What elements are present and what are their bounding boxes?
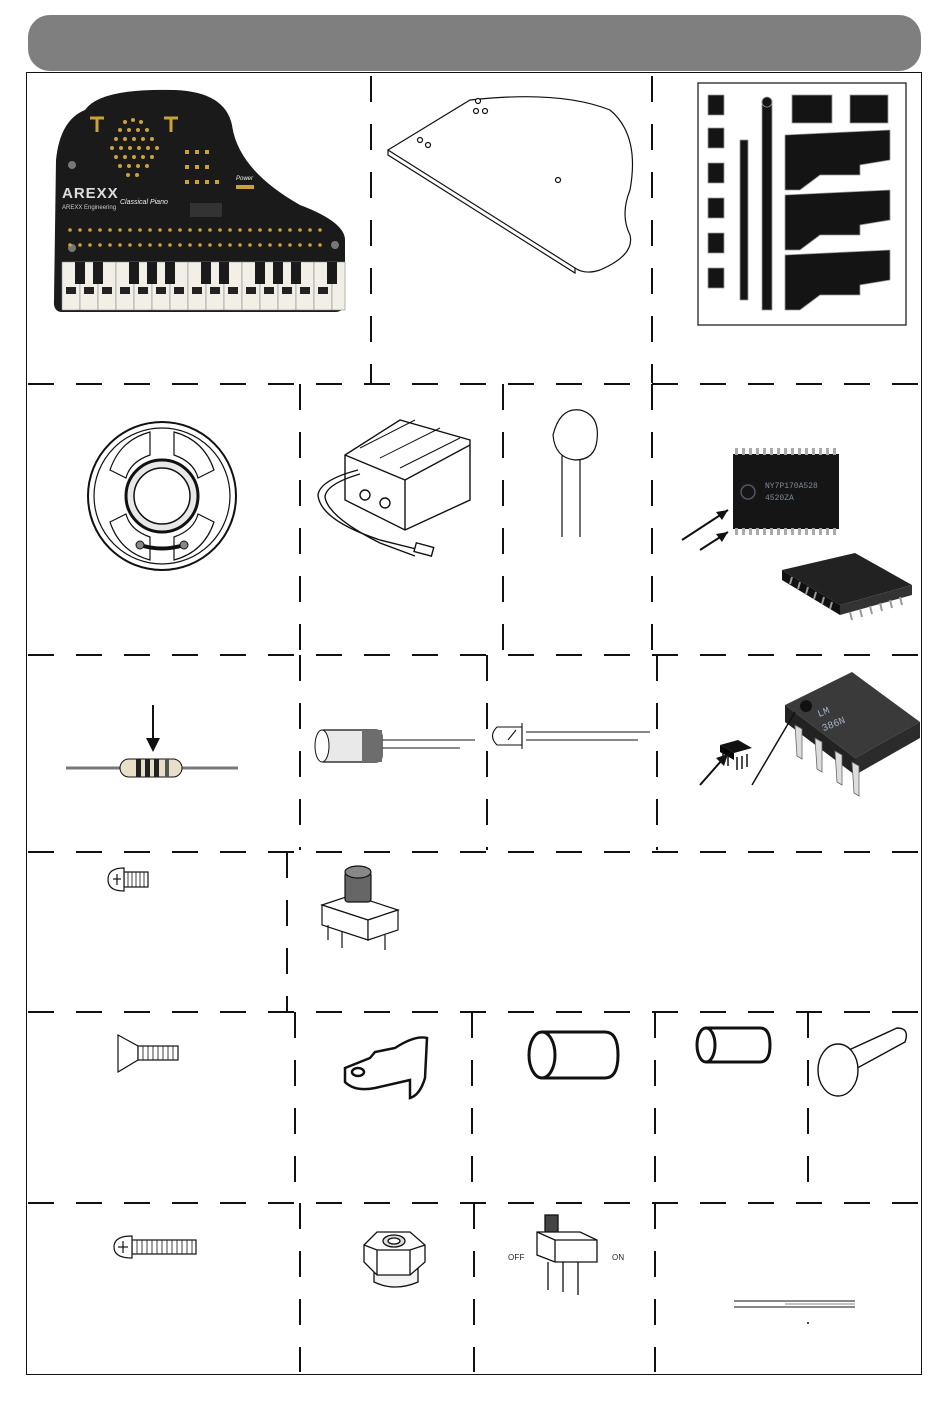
wire bbox=[734, 1301, 855, 1324]
soic-marking-2: 4520ZA bbox=[765, 494, 794, 503]
mushroom-pin bbox=[818, 1028, 906, 1096]
base-plate bbox=[388, 97, 633, 273]
soic-chip bbox=[682, 448, 839, 550]
battery-holder bbox=[318, 420, 470, 556]
speaker bbox=[88, 422, 236, 570]
pcb-title-text: Classical Piano bbox=[120, 199, 168, 206]
led bbox=[493, 723, 651, 749]
spacer-tube-large bbox=[529, 1032, 618, 1078]
slide-switch bbox=[537, 1215, 597, 1295]
ceramic-capacitor bbox=[553, 410, 597, 537]
pcb-brand-text: AREXX bbox=[62, 185, 119, 202]
soic-marking-1: NY7P170A528 bbox=[765, 482, 818, 491]
plastic-parts-sprue bbox=[698, 83, 906, 325]
long-screw bbox=[114, 1236, 196, 1258]
electrolytic-capacitor bbox=[315, 730, 475, 762]
nut bbox=[364, 1232, 425, 1287]
spacer-tube-small bbox=[697, 1028, 770, 1062]
soic-3d-chip bbox=[782, 553, 912, 620]
countersunk-screw bbox=[118, 1035, 178, 1072]
switch-on-label: ON bbox=[612, 1253, 624, 1262]
switch-off-label: OFF bbox=[508, 1253, 525, 1262]
small-screw bbox=[108, 868, 148, 891]
tactile-switch bbox=[322, 866, 398, 950]
resistor bbox=[66, 705, 238, 777]
dip-chip bbox=[700, 672, 920, 796]
bracket bbox=[345, 1037, 427, 1098]
pcb-brand-sub-text: AREXX Engineering bbox=[62, 205, 116, 211]
pcb-power-text: Power bbox=[236, 176, 253, 182]
